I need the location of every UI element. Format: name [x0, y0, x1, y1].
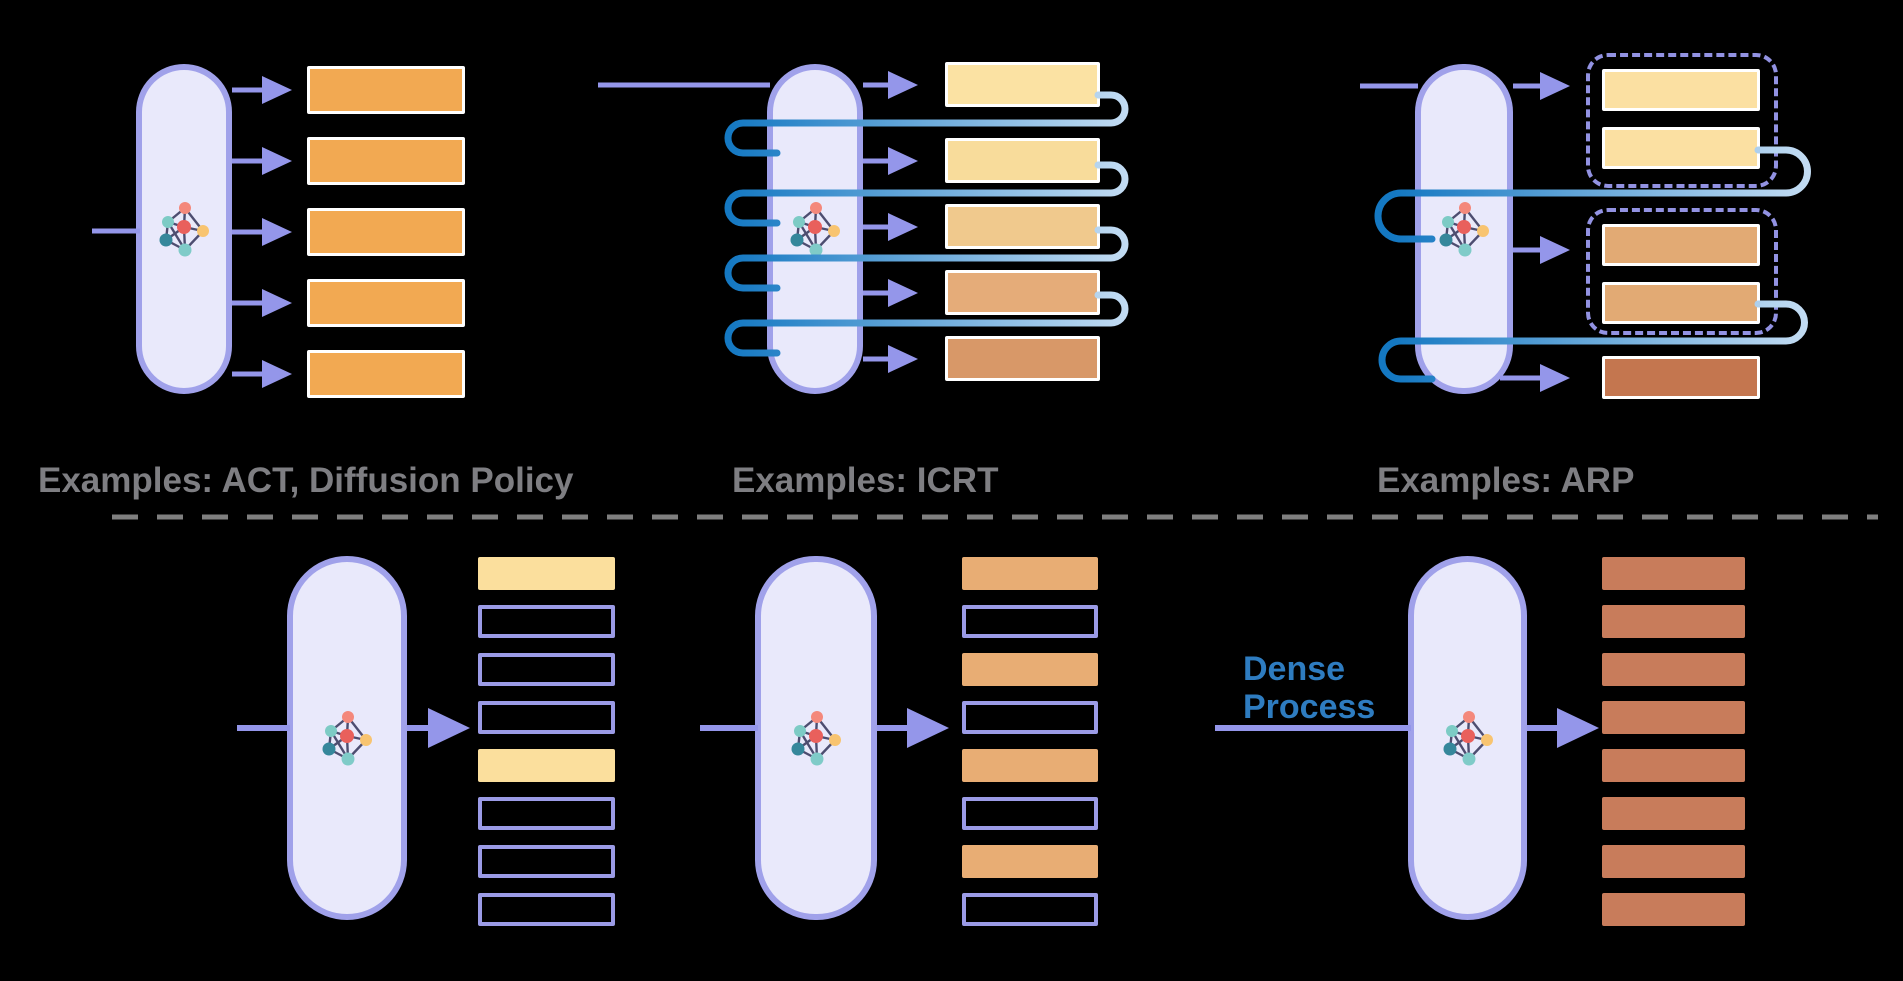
sparse-action-bar — [478, 653, 615, 686]
caption-icrt: Examples: ICRT — [732, 461, 999, 500]
sparse-action-bar — [478, 749, 615, 782]
nn-icon-slot — [321, 709, 373, 767]
alternate-action-bar — [962, 557, 1098, 590]
dense-action-bar — [1602, 845, 1745, 878]
nn-icon-slot — [1438, 200, 1490, 258]
dense-action-bar — [1602, 653, 1745, 686]
arp-action-bar — [1602, 356, 1760, 399]
icrt-action-sequence — [945, 62, 1100, 381]
icrt-action-bar — [945, 204, 1100, 249]
arp-last-bar — [1602, 356, 1760, 399]
nn-icon-slot — [158, 200, 210, 258]
alternate-action-bar — [962, 605, 1098, 638]
model-pill-dense — [1408, 556, 1527, 920]
act-action-bar — [307, 137, 465, 185]
alternate-action-bar — [962, 845, 1098, 878]
dense-action-bar — [1602, 893, 1745, 926]
act-action-bar — [307, 208, 465, 256]
dense-output-arrowhead — [1557, 708, 1599, 748]
model-pill-sparse — [287, 556, 407, 920]
caption-act: Examples: ACT, Diffusion Policy — [38, 461, 574, 500]
arp-action-bar — [1602, 282, 1760, 324]
icrt-output-arrows — [863, 71, 918, 373]
alternate-action-bar — [962, 701, 1098, 734]
nn-icon-slot — [789, 200, 841, 258]
model-pill-act — [136, 64, 232, 394]
sparse-action-bar — [478, 605, 615, 638]
arp-chunk-1-bars — [1602, 69, 1760, 169]
neural-network-icon — [159, 202, 209, 257]
dense-action-bar — [1602, 557, 1745, 590]
sparse-output-arrowhead — [428, 708, 470, 748]
arp-action-bar — [1602, 224, 1760, 266]
sparse-action-bar — [478, 797, 615, 830]
nn-icon-slot — [790, 709, 842, 767]
neural-network-icon — [790, 202, 840, 257]
dense-process-label: Dense Process — [1243, 650, 1376, 727]
icrt-action-bar — [945, 336, 1100, 381]
alternate-action-sequence — [962, 557, 1098, 926]
act-action-bar — [307, 279, 465, 327]
sparse-action-bar — [478, 893, 615, 926]
dense-action-bar — [1602, 605, 1745, 638]
nn-icon-slot — [1442, 709, 1494, 767]
dense-action-bar — [1602, 797, 1745, 830]
alternate-action-bar — [962, 653, 1098, 686]
act-action-sequence — [307, 66, 465, 398]
neural-network-icon — [322, 711, 372, 766]
sparse-action-sequence — [478, 557, 615, 926]
act-output-arrows — [232, 76, 292, 388]
dense-action-bar — [1602, 749, 1745, 782]
icrt-action-bar — [945, 270, 1100, 315]
act-action-bar — [307, 66, 465, 114]
alternate-output-arrowhead — [907, 708, 949, 748]
model-pill-alternate — [755, 556, 877, 920]
neural-network-icon — [1439, 202, 1489, 257]
alternate-action-bar — [962, 893, 1098, 926]
sparse-action-bar — [478, 557, 615, 590]
model-pill-arp — [1415, 64, 1513, 394]
neural-network-icon — [791, 711, 841, 766]
sparse-action-bar — [478, 845, 615, 878]
act-action-bar — [307, 350, 465, 398]
dense-action-bar — [1602, 701, 1745, 734]
neural-network-icon — [1443, 711, 1493, 766]
arp-action-bar — [1602, 127, 1760, 169]
icrt-action-bar — [945, 62, 1100, 107]
model-pill-icrt — [767, 64, 863, 394]
alternate-action-bar — [962, 797, 1098, 830]
alternate-action-bar — [962, 749, 1098, 782]
caption-arp: Examples: ARP — [1377, 461, 1635, 500]
dense-action-sequence — [1602, 557, 1745, 926]
sparse-action-bar — [478, 701, 615, 734]
icrt-action-bar — [945, 138, 1100, 183]
arp-chunk-2-bars — [1602, 224, 1760, 324]
arp-action-bar — [1602, 69, 1760, 111]
